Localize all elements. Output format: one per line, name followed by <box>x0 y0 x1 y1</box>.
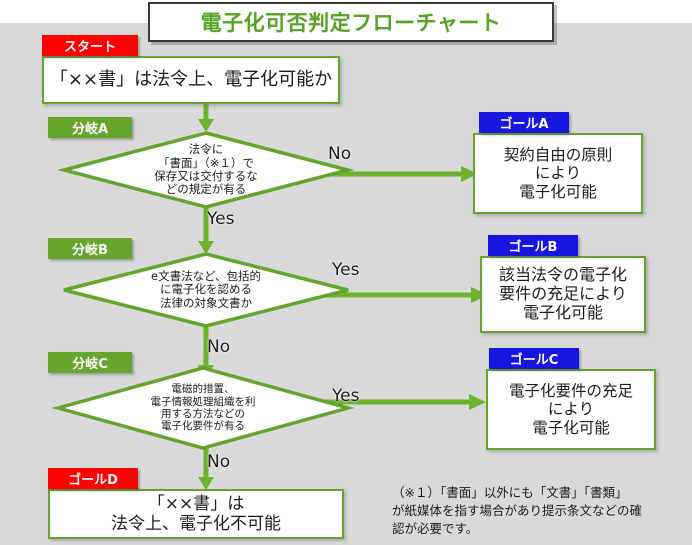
node-goal-b[interactable]: 該当法令の電子化 要件の充足により 電子化可能 <box>480 256 646 333</box>
node-goal-d-line-0: 「××書」は <box>147 493 245 514</box>
node-goal-c-line-1: により <box>547 400 595 419</box>
node-goal-a-line-2: 電子化可能 <box>519 182 597 201</box>
node-goal-d-line-1: 法令上、電子化不可能 <box>111 514 281 534</box>
node-goal-a-line-1: により <box>534 164 582 183</box>
footnote: （※１）「書面」以外にも「文書」「書類」 が紙媒体を指す場合があり提示条文などの… <box>392 484 684 538</box>
tag-branch-a: 分岐A <box>48 117 132 138</box>
tag-goal-d: ゴールD <box>48 468 138 489</box>
node-goal-b-line-2: 電子化可能 <box>522 302 603 322</box>
node-goal-a[interactable]: 契約自由の原則 により 電子化可能 <box>473 133 643 214</box>
node-goal-d[interactable]: 「××書」は 法令上、電子化不可能 <box>48 489 344 539</box>
tag-start: スタート <box>42 35 138 56</box>
tag-goal-a: ゴールA <box>479 112 569 133</box>
edge-label-c-yes: Yes <box>332 386 360 406</box>
connector-decision-b-to-goal-b <box>309 285 489 305</box>
node-goal-b-line-1: 要件の充足により <box>499 284 627 304</box>
tag-branch-b: 分岐B <box>48 238 132 259</box>
edge-label-a-no: No <box>328 144 352 164</box>
edge-label-b-yes: Yes <box>332 260 360 280</box>
node-start-line-0: 「××書」は法令上、電子化可能か <box>49 69 333 91</box>
chart-title-box: 電子化可否判定フローチャート <box>148 2 554 42</box>
node-goal-c-line-0: 電子化要件の充足 <box>508 382 633 401</box>
edge-label-a-yes: Yes <box>207 209 235 229</box>
node-goal-c[interactable]: 電子化要件の充足 により 電子化可能 <box>486 369 656 450</box>
tag-goal-b: ゴールB <box>488 235 578 256</box>
node-decision-c[interactable]: 電磁的措置、 電子情報処理組織を利 用する方法などの 電子化要件が有る <box>51 366 355 450</box>
tag-branch-c: 分岐C <box>48 352 132 373</box>
footnote-line-0: （※１）「書面」以外にも「文書」「書類」 <box>392 485 628 500</box>
page-title: 電子化可否判定フローチャート <box>200 11 502 35</box>
tag-goal-c: ゴールC <box>489 348 579 369</box>
node-goal-a-line-0: 契約自由の原則 <box>503 146 613 165</box>
node-goal-c-line-2: 電子化可能 <box>532 418 610 437</box>
node-goal-b-line-0: 該当法令の電子化 <box>498 265 627 285</box>
edge-label-c-no: No <box>207 452 231 472</box>
node-start[interactable]: 「××書」は法令上、電子化可能か <box>42 56 340 104</box>
node-decision-a[interactable]: 法令に 「書面」（※１）で 保存又は交付するな どの規定が有る <box>57 131 355 209</box>
edge-label-b-no: No <box>207 337 231 357</box>
node-decision-b[interactable]: e文書法など、包括的 に電子化を認める 法律の対象文書か <box>62 252 350 328</box>
footnote-line-1: が紙媒体を指す場合があり提示条文などの確 <box>392 503 643 519</box>
connector-start-to-decision-a <box>196 101 216 133</box>
footnote-line-2: 認が必要です。 <box>392 521 479 537</box>
connector-decision-a-to-decision-b <box>196 203 216 255</box>
